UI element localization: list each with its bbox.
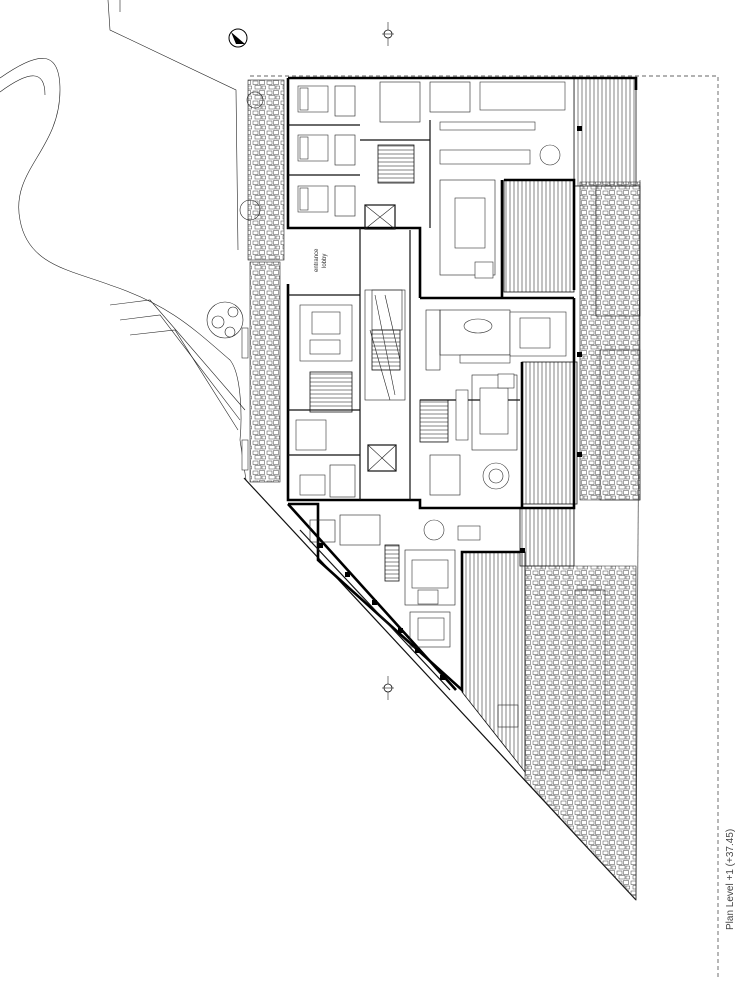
living-area [425, 309, 567, 496]
stairs [309, 144, 449, 582]
kitchen-dining [379, 81, 566, 279]
section-marker-icon [382, 22, 394, 700]
site-context [0, 0, 247, 481]
north-arrow-icon [228, 28, 248, 48]
bedrooms-furniture [295, 85, 356, 498]
cores [364, 204, 397, 472]
facade-markers [318, 126, 582, 680]
building-walls [286, 76, 638, 693]
room-labels: entrance lobby [314, 248, 328, 272]
plan-title: Plan Level +1 (+37.45) [725, 828, 736, 930]
room-label-entrance: entrance [314, 248, 320, 272]
room-label-lobby: lobby [322, 254, 328, 268]
terraces [461, 77, 641, 901]
triangle-wing [309, 514, 481, 648]
landscape-strip [206, 79, 285, 483]
